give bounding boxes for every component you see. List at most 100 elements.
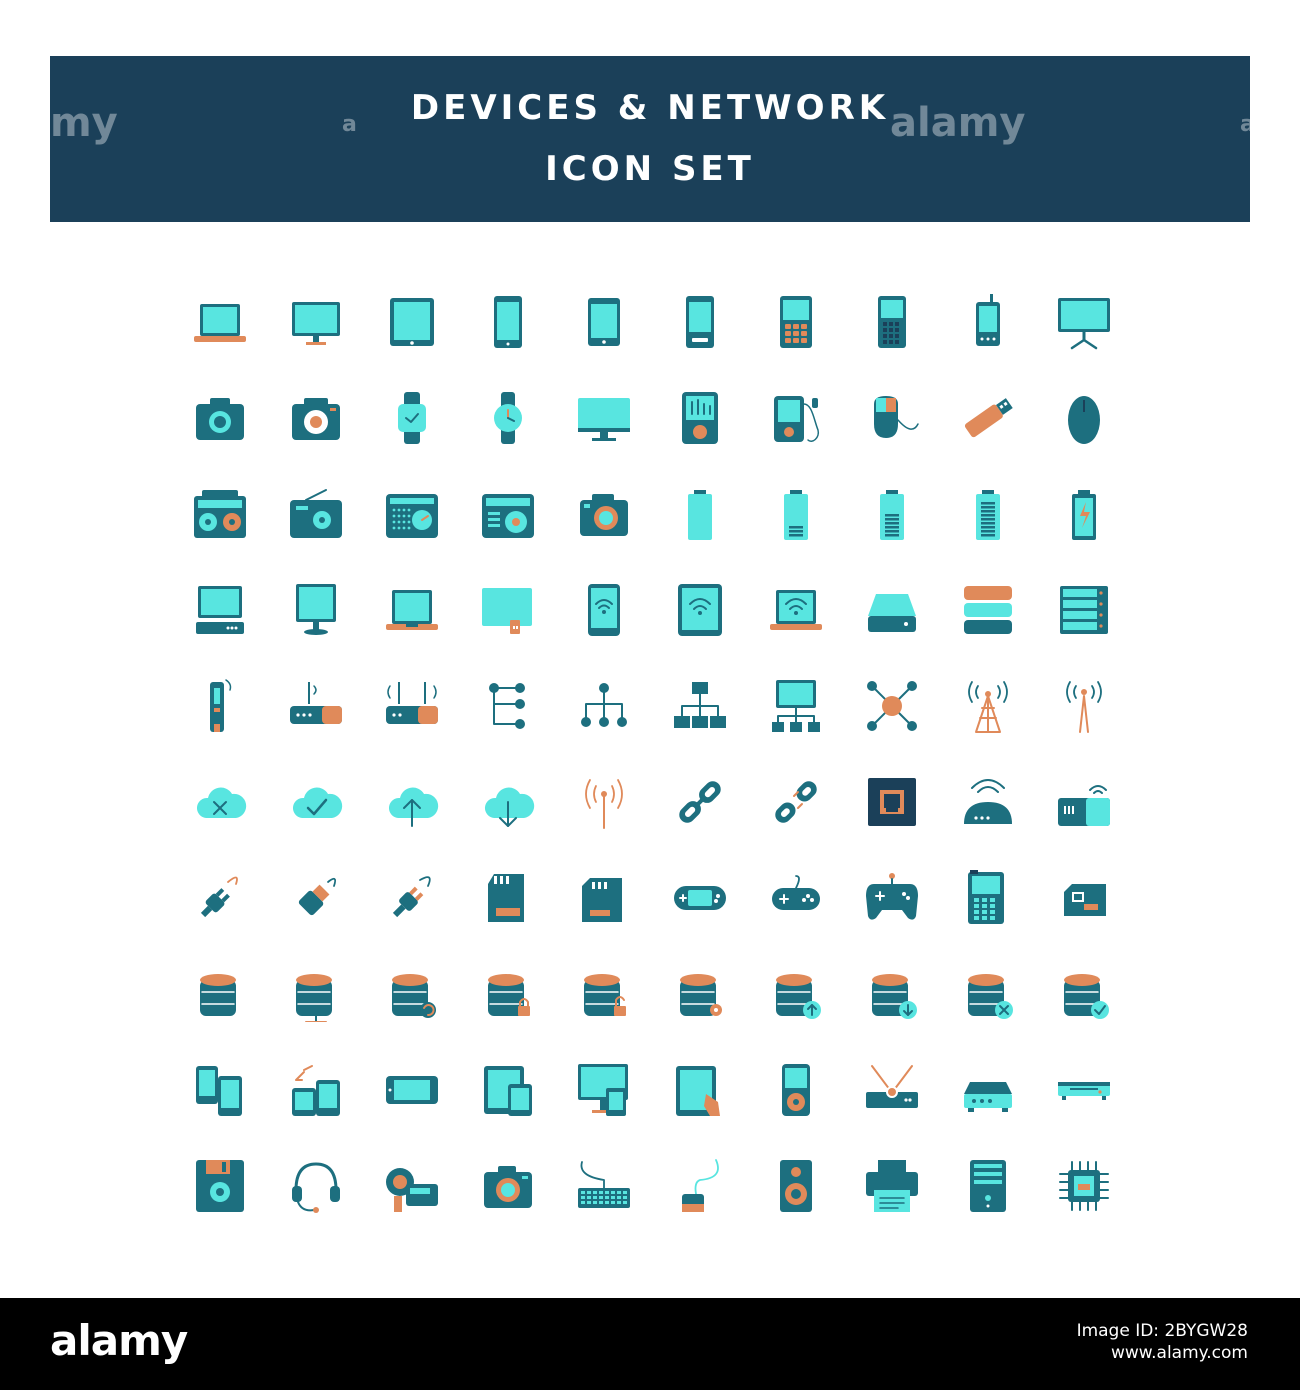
icon-cell xyxy=(748,562,844,658)
database-download-icon xyxy=(872,974,917,1019)
server-rack-icon xyxy=(1060,586,1108,634)
footer-bar: alamy Image ID: 2BYGW28 www.alamy.com xyxy=(0,1298,1300,1390)
icon-cell xyxy=(1036,1138,1132,1234)
icon-cell xyxy=(1036,274,1132,370)
icon-cell xyxy=(556,466,652,562)
external-hard-drive-icon xyxy=(868,594,916,632)
icon-cell xyxy=(364,754,460,850)
smart-tv-usb-icon xyxy=(482,588,532,634)
set-top-box-icon xyxy=(866,1065,918,1108)
icon-cell xyxy=(460,466,556,562)
smartwatch-icon xyxy=(398,392,426,444)
icon-cell xyxy=(748,274,844,370)
widescreen-monitor-icon xyxy=(578,398,630,441)
icon-cell xyxy=(748,1138,844,1234)
icon-cell xyxy=(556,562,652,658)
icon-cell xyxy=(172,1138,268,1234)
icon-cell xyxy=(748,946,844,1042)
icon-cell xyxy=(652,658,748,754)
smartphone-icon xyxy=(494,296,522,348)
icon-cell xyxy=(268,1042,364,1138)
laptop-icon xyxy=(194,304,246,342)
icon-cell xyxy=(1036,370,1132,466)
icon-cell xyxy=(652,370,748,466)
database-locked-icon xyxy=(488,974,530,1016)
icon-cell xyxy=(652,946,748,1042)
photo-camera-icon xyxy=(292,398,340,440)
icon-cell xyxy=(940,466,1036,562)
page-title-line-1: DEVICES & NETWORK xyxy=(410,88,890,128)
broadcast-signal-icon xyxy=(585,779,623,829)
icon-cell xyxy=(268,562,364,658)
icon-cell xyxy=(556,1138,652,1234)
icon-cell xyxy=(460,562,556,658)
laptop-wifi-icon xyxy=(770,590,822,630)
icon-cell xyxy=(460,850,556,946)
desktop-and-phone-icon xyxy=(578,1064,628,1116)
handheld-gamepad-icon xyxy=(674,886,726,910)
icon-cell xyxy=(844,1042,940,1138)
wifi-device-icon xyxy=(1058,785,1110,826)
battery-medium-icon xyxy=(880,490,904,540)
icon-cell xyxy=(940,1138,1036,1234)
icon-cell xyxy=(652,850,748,946)
icon-cell xyxy=(940,946,1036,1042)
battery-low-icon xyxy=(784,490,808,540)
feature-phone-icon xyxy=(878,296,906,348)
icon-cell xyxy=(172,466,268,562)
image-id-block: Image ID: 2BYGW28 www.alamy.com xyxy=(1077,1320,1248,1364)
icon-cell xyxy=(844,370,940,466)
icon-cell xyxy=(460,370,556,466)
icon-cell xyxy=(364,658,460,754)
icon-cell xyxy=(460,658,556,754)
boombox-icon xyxy=(194,490,246,538)
broken-link-icon xyxy=(775,781,817,823)
usb-cable-icon xyxy=(298,877,337,916)
icon-cell xyxy=(364,946,460,1042)
power-plug-icon xyxy=(200,876,238,918)
wired-mouse-icon xyxy=(874,396,919,438)
responsive-devices-icon xyxy=(484,1066,532,1116)
watermark-text: alamy xyxy=(890,100,1026,146)
tablet-icon xyxy=(390,298,434,346)
icon-cell xyxy=(268,370,364,466)
icon-cell xyxy=(268,850,364,946)
database-unlocked-icon xyxy=(584,974,626,1016)
icon-cell xyxy=(1036,1042,1132,1138)
dvd-player-icon xyxy=(1058,1082,1110,1100)
cloud-check-icon xyxy=(292,787,343,818)
mobile-landscape-icon xyxy=(386,1076,438,1104)
speaker-icon xyxy=(780,1160,812,1212)
icon-grid xyxy=(172,274,1132,1234)
image-id-label: Image ID: 2BYGW28 xyxy=(1076,1321,1248,1341)
cable-mouse-icon xyxy=(682,1159,719,1212)
icon-cell xyxy=(652,754,748,850)
battery-full-icon xyxy=(976,490,1000,540)
icon-cell xyxy=(1036,946,1132,1042)
transmission-tower-icon xyxy=(968,681,1008,733)
icon-cell xyxy=(844,754,940,850)
brand-logo: alamy xyxy=(50,1316,188,1365)
icon-cell xyxy=(748,466,844,562)
icon-cell xyxy=(844,274,940,370)
database-verified-icon xyxy=(1064,974,1109,1019)
icon-cell xyxy=(652,562,748,658)
icon-cell xyxy=(940,754,1036,850)
analog-watch-icon xyxy=(494,392,522,444)
headset-icon xyxy=(292,1162,340,1213)
network-switch-icon xyxy=(964,1082,1012,1112)
icon-cell xyxy=(652,1138,748,1234)
icon-cell xyxy=(748,850,844,946)
icon-cell xyxy=(940,274,1036,370)
multiple-devices-icon xyxy=(196,1066,242,1116)
floppy-disk-icon xyxy=(196,1160,244,1212)
icon-cell xyxy=(1036,850,1132,946)
network-tree-icon xyxy=(489,683,525,729)
database-network-icon xyxy=(296,974,332,1022)
icon-cell xyxy=(172,754,268,850)
hierarchy-network-icon xyxy=(581,683,627,727)
tablet-touch-icon xyxy=(676,1066,720,1116)
lcd-monitor-stand-icon xyxy=(1058,298,1110,350)
crt-monitor-icon xyxy=(296,584,336,635)
wifi-modem-icon xyxy=(964,779,1012,824)
